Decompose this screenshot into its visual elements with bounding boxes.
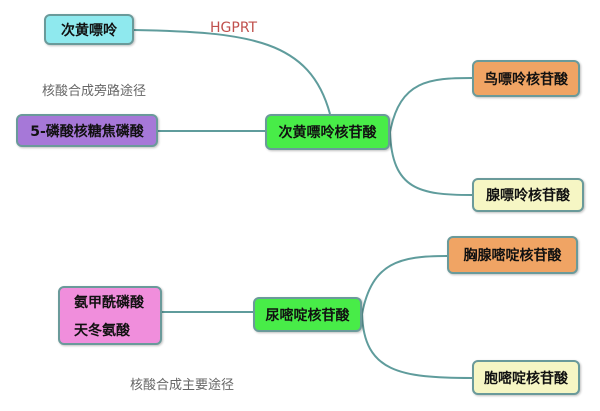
node-prpp: 5-磷酸核糖焦磷酸 <box>16 114 158 147</box>
node-tmp: 胸腺嘧啶核苷酸 <box>447 236 578 274</box>
source-carbamoyl-phosphate: 氨甲酰磷酸 <box>74 294 144 311</box>
node-amp: 腺嘌呤核苷酸 <box>472 178 584 212</box>
link-imp-to-amp <box>389 131 473 196</box>
enzyme-label-hgprt: HGPRT <box>210 20 258 36</box>
node-imp: 次黄嘌呤核苷酸 <box>265 114 390 150</box>
node-cmp: 胞嘧啶核苷酸 <box>472 360 580 395</box>
link-hypoxanthine-to-imp <box>132 29 331 115</box>
node-ump: 尿嘧啶核苷酸 <box>253 297 362 332</box>
node-de-novo-sources: 氨甲酰磷酸 天冬氨酸 <box>58 286 162 345</box>
de-novo-pathway-label: 核酸合成主要途径 <box>130 378 235 393</box>
node-hypoxanthine: 次黄嘌呤 <box>44 14 134 45</box>
link-ump-to-cmp <box>361 313 473 379</box>
link-imp-to-gmp <box>389 77 473 133</box>
link-ump-to-tmp <box>361 255 448 315</box>
node-gmp: 鸟嘌呤核苷酸 <box>472 60 580 97</box>
salvage-pathway-label: 核酸合成旁路途径 <box>42 84 147 99</box>
source-aspartate: 天冬氨酸 <box>74 322 130 339</box>
